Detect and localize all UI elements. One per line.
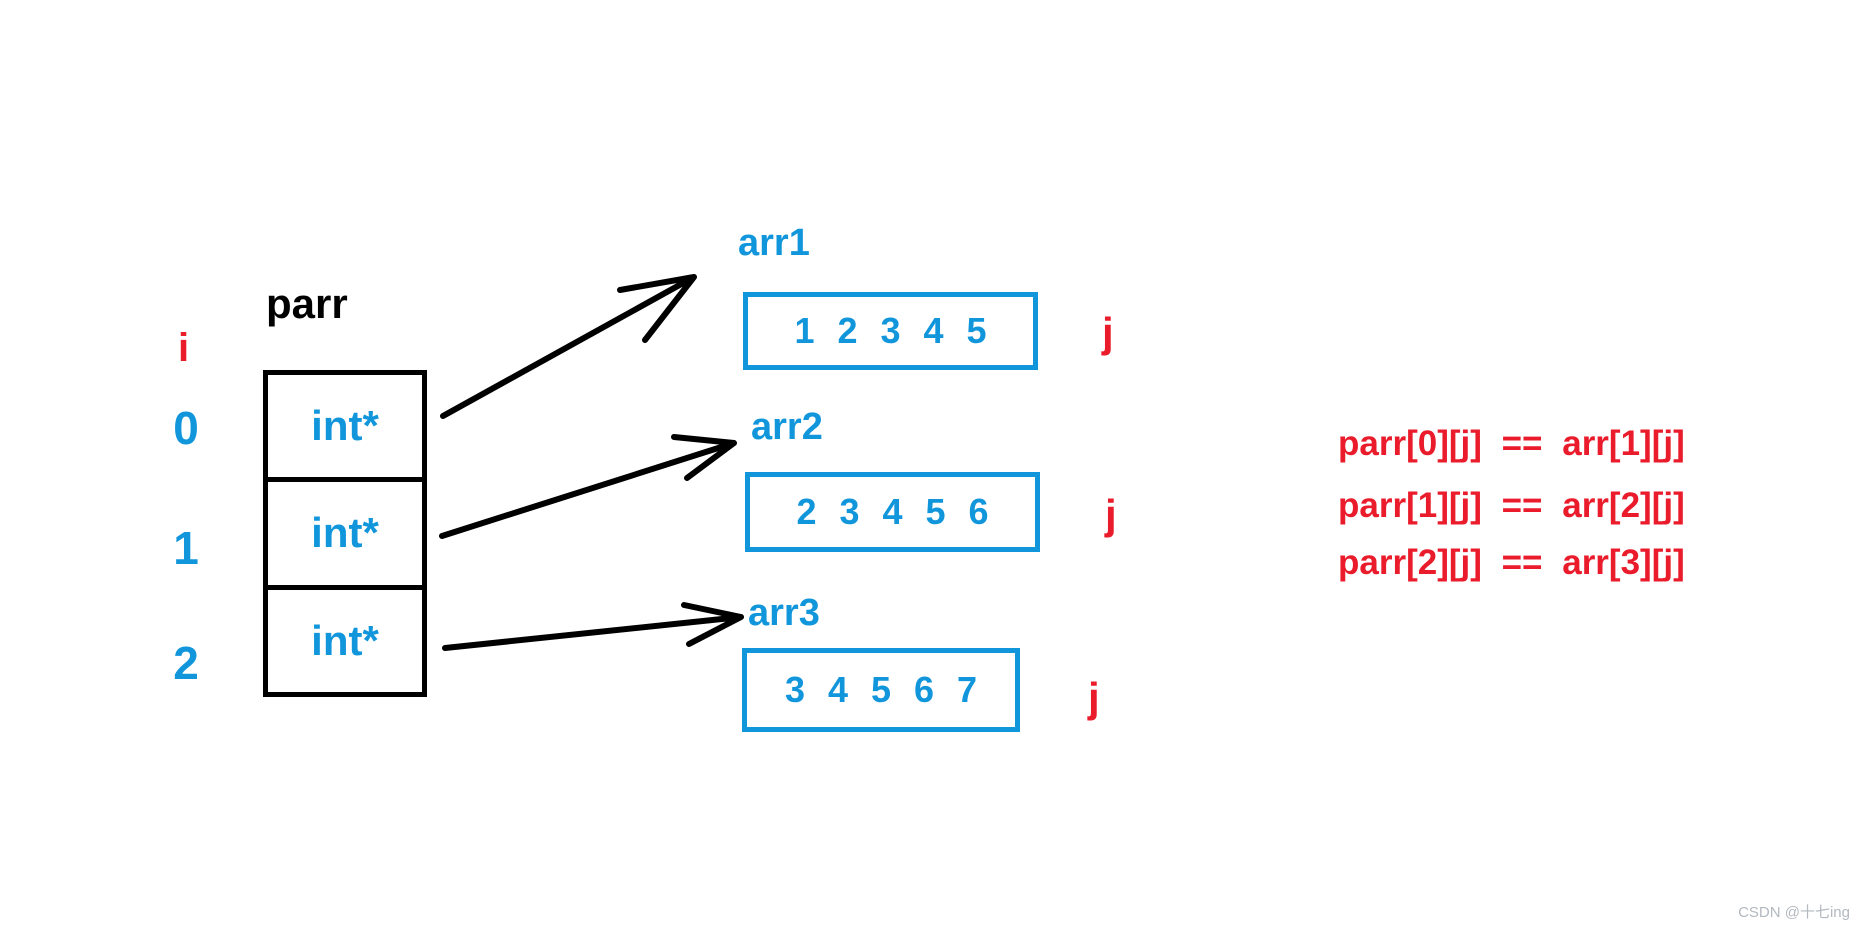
parr-index-1: 1 xyxy=(173,522,199,574)
arrow-parr2-to-arr3 xyxy=(442,602,744,651)
parr-cell-2: int* xyxy=(268,584,422,692)
csdn-watermark: CSDN @十七ing xyxy=(1738,904,1850,921)
arr3-values: 3 4 5 6 7 xyxy=(784,669,978,710)
parr-box: int* int* int* xyxy=(263,370,427,697)
arr3-label: arr3 xyxy=(748,592,820,634)
arrow-parr0-to-arr1 xyxy=(440,274,697,419)
equation-parr0: parr[0][j] == arr[1][j] xyxy=(1338,424,1685,463)
parr-label: parr xyxy=(266,280,348,327)
arr3-box: 3 4 5 6 7 xyxy=(742,648,1020,732)
arr1-values: 1 2 3 4 5 xyxy=(794,310,987,351)
arr1-label: arr1 xyxy=(738,222,810,264)
arr3-j-axis-label: j xyxy=(1088,674,1100,721)
arrow-parr1-to-arr2 xyxy=(439,434,737,539)
arr1-j-axis-label: j xyxy=(1102,309,1114,356)
arr2-label: arr2 xyxy=(751,406,823,448)
equation-parr2: parr[2][j] == arr[3][j] xyxy=(1338,543,1685,582)
arr2-j-axis-label: j xyxy=(1105,491,1117,538)
parr-index-0: 0 xyxy=(173,402,199,454)
parr-cell-1: int* xyxy=(268,477,422,584)
parr-index-2: 2 xyxy=(173,637,199,689)
i-index-axis-label: i xyxy=(178,326,190,370)
arr2-values: 2 3 4 5 6 xyxy=(796,491,989,532)
arr1-box: 1 2 3 4 5 xyxy=(743,292,1038,370)
equation-parr1: parr[1][j] == arr[2][j] xyxy=(1338,486,1685,525)
parr-cell-0: int* xyxy=(311,402,379,450)
arr2-box: 2 3 4 5 6 xyxy=(745,472,1040,552)
